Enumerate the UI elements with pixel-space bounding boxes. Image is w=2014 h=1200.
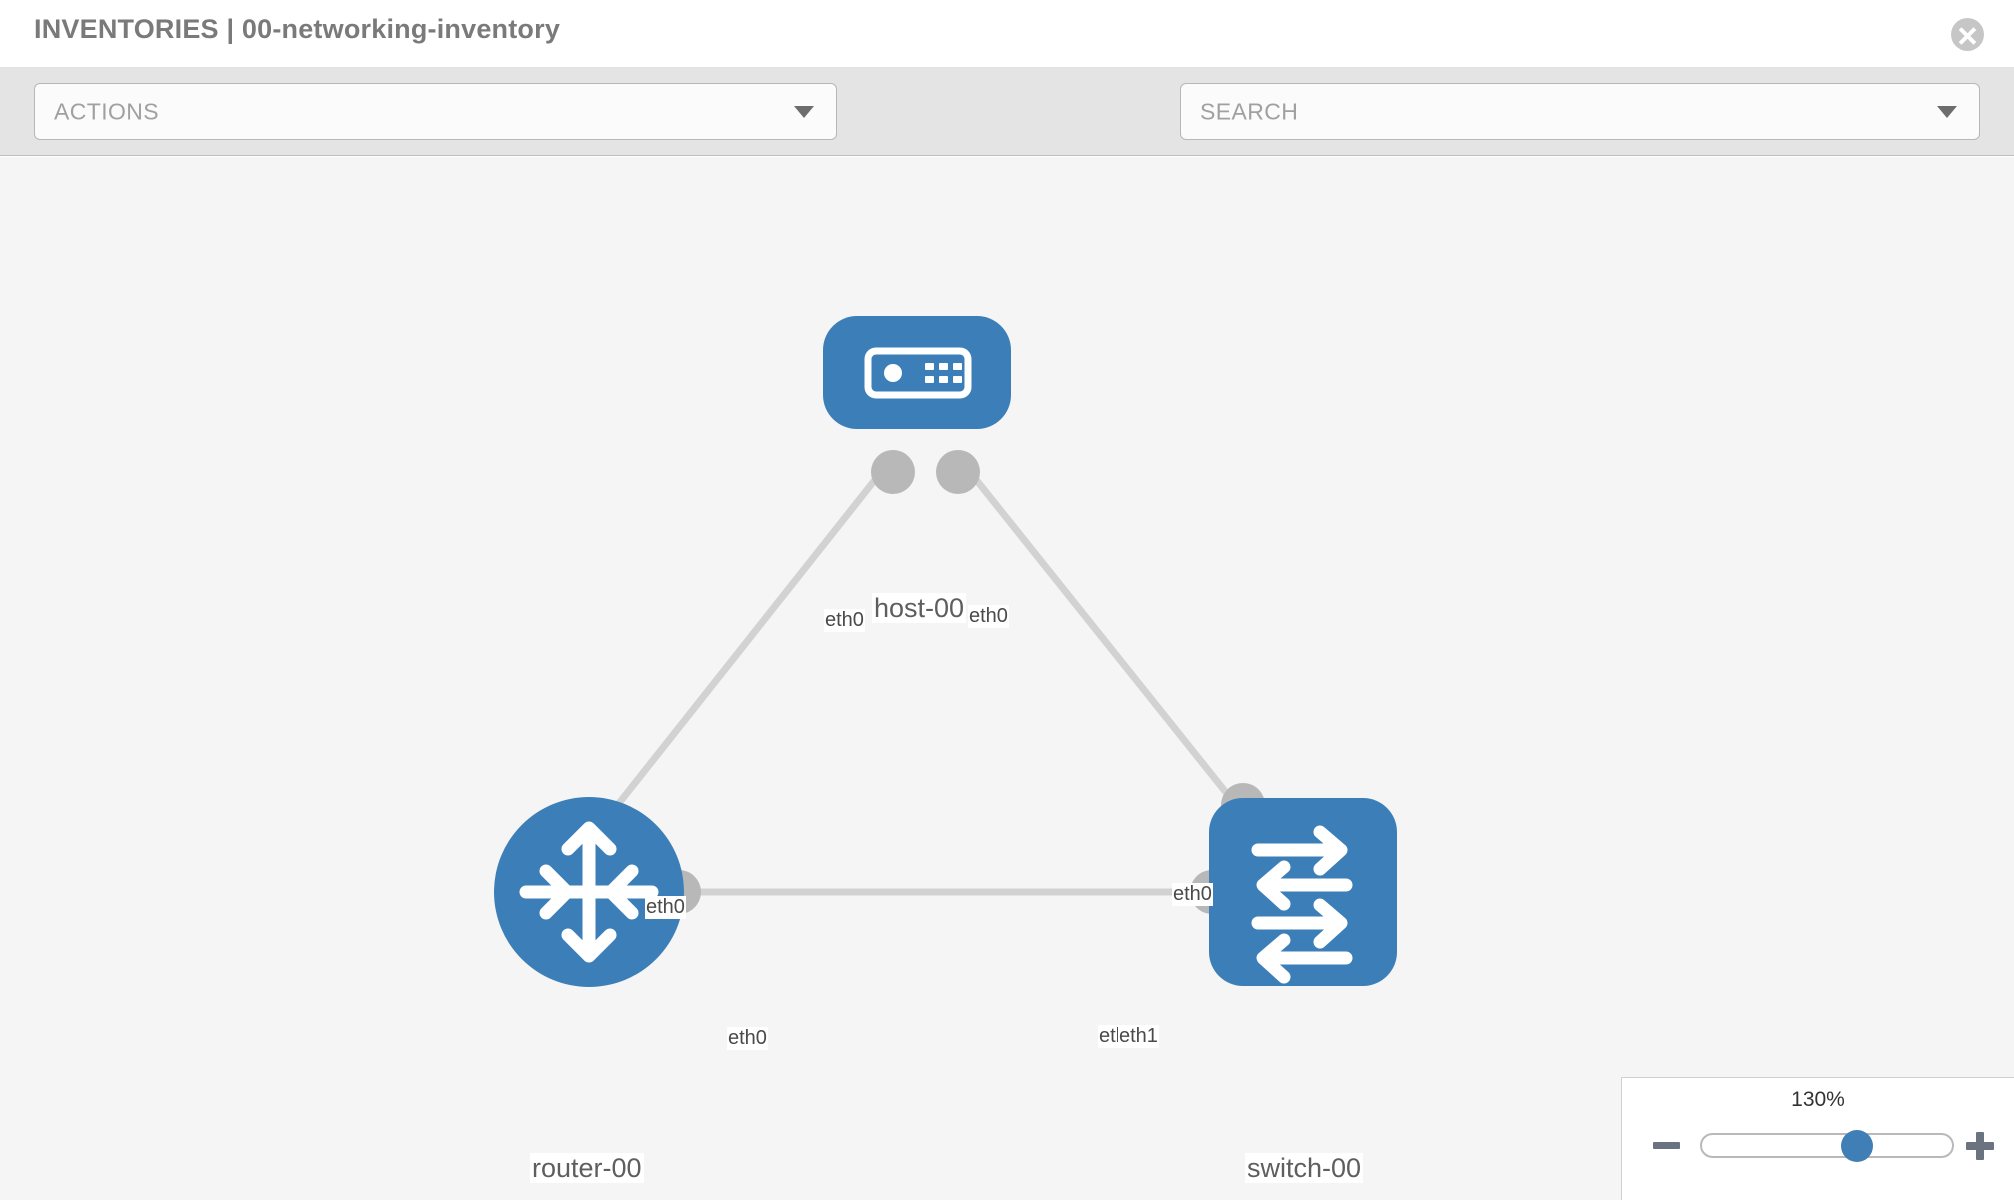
edge-group: [613, 454, 1243, 896]
actions-dropdown-label: ACTIONS: [54, 98, 160, 124]
iface-label-switch-eth0-up: eth0: [1172, 883, 1213, 906]
minus-icon[interactable]: [1650, 1126, 1684, 1164]
iface-label-router-eth0-right: eth0: [727, 1027, 768, 1050]
iface-label-host-eth0-left: eth0: [824, 609, 865, 632]
connector-group: [657, 450, 1265, 914]
zoom-control-panel: 130%: [1621, 1077, 2014, 1200]
node-label-router-00: router-00: [530, 1153, 644, 1184]
topology-graph: [494, 316, 1397, 987]
server-icon: [864, 347, 972, 399]
node-host-00[interactable]: [823, 316, 1011, 429]
zoom-slider-row: [1622, 1126, 2014, 1166]
plus-icon[interactable]: [1963, 1126, 1997, 1164]
connector-host-left[interactable]: [871, 450, 915, 494]
search-input[interactable]: SEARCH: [1180, 83, 1980, 140]
iface-label-host-eth0-right: eth0: [968, 605, 1009, 628]
switch-arrows-icon: [1251, 825, 1353, 984]
zoom-slider[interactable]: [1700, 1129, 1954, 1162]
router-arrows-icon: [519, 821, 659, 963]
node-switch-00[interactable]: [1209, 798, 1397, 986]
edge-host-switch[interactable]: [955, 454, 1243, 813]
page-header: INVENTORIES | 00-networking-inventory: [0, 0, 2014, 68]
toolbar: ACTIONS SEARCH: [0, 68, 2014, 201]
node-label-host-00: host-00: [872, 593, 967, 624]
chevron-down-icon: [1937, 105, 1957, 118]
page-title: INVENTORIES | 00-networking-inventory: [34, 14, 561, 44]
edge-host-router[interactable]: [613, 454, 896, 810]
search-placeholder: SEARCH: [1200, 98, 1299, 124]
zoom-level-value: 130%: [1791, 1088, 1845, 1111]
topology-canvas[interactable]: eth0 eth0 eth0 eth0 eth0 eth0 eth1 host-…: [0, 157, 2014, 1200]
node-router-00[interactable]: [494, 797, 684, 987]
chevron-down-icon: [794, 105, 814, 118]
connector-host-right[interactable]: [936, 450, 980, 494]
zoom-slider-thumb[interactable]: [1841, 1129, 1873, 1162]
close-icon[interactable]: [1951, 18, 1984, 51]
actions-dropdown[interactable]: ACTIONS: [34, 83, 837, 140]
iface-label-router-eth0-up: eth0: [645, 896, 686, 919]
node-label-switch-00: switch-00: [1245, 1153, 1364, 1184]
iface-label-switch-eth1-left: eth1: [1118, 1025, 1159, 1048]
